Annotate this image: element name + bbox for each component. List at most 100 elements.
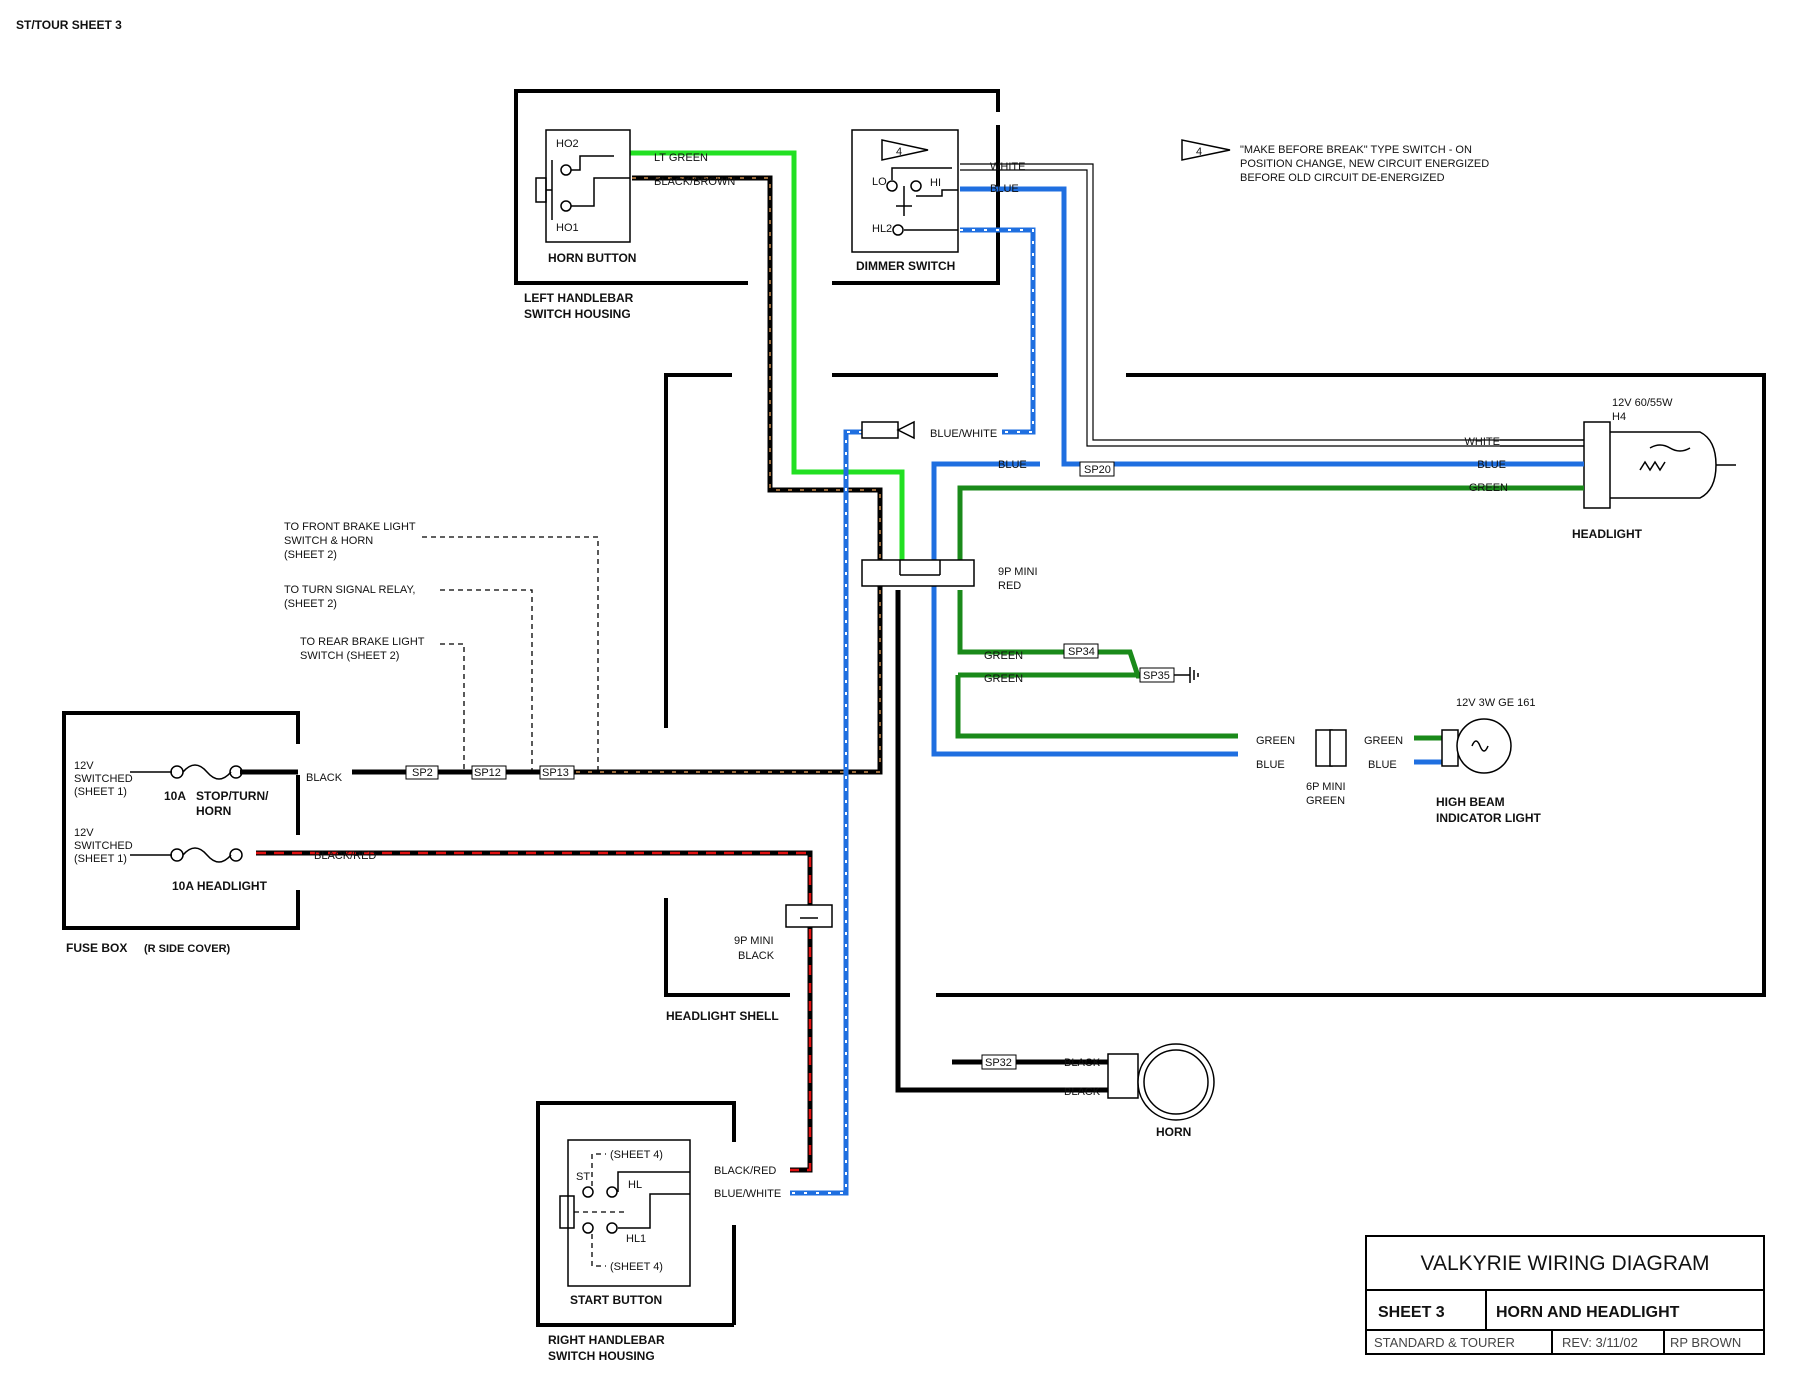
svg-text:SP35: SP35 (1143, 670, 1170, 682)
headlight-wire-white: WHITE (1465, 436, 1500, 448)
title-block (1365, 1235, 1765, 1355)
wire-green-ground (955, 590, 1442, 741)
title-block-rev: REV: 3/11/02 (1562, 1335, 1638, 1350)
headlight-bulb-icon (1500, 421, 1736, 509)
connector-9p-black (785, 904, 833, 928)
wire-white-dimmer (960, 163, 1500, 447)
start-st-label: ST (576, 1171, 590, 1183)
fuse-src2-2: SWITCHED (74, 840, 133, 852)
start-sheet4-top: (SHEET 4) (610, 1149, 663, 1161)
svg-text:SP34: SP34 (1068, 646, 1095, 658)
wire-label-lt-green: LT GREEN (654, 152, 708, 164)
connector-9p-red (861, 559, 975, 587)
left-housing-frame (514, 89, 1000, 285)
wire-lt-green (630, 150, 905, 565)
wire-black-red (256, 850, 813, 1173)
fuse-stop-label-a: 10A (164, 789, 186, 803)
wire-label-blue-sp20: BLUE (998, 459, 1027, 471)
ref-rear-brake-2: SWITCH (SHEET 2) (300, 650, 399, 662)
connector-9p-red-label-2: RED (998, 580, 1021, 592)
splice-sp32: SP32 (981, 1054, 1017, 1070)
right-housing-label-1: RIGHT HANDLEBAR (548, 1333, 665, 1347)
start-hl1-label: HL1 (626, 1233, 646, 1245)
indicator-wire-blue-right: BLUE (1368, 759, 1397, 771)
fuse-box-sublabel: (R SIDE COVER) (144, 943, 231, 955)
connector-9p-black-label-1: 9P MINI (734, 935, 774, 947)
title-block-models: STANDARD & TOURER (1374, 1335, 1515, 1350)
fuse-box-label: FUSE BOX (66, 941, 127, 955)
headlight-label: HEADLIGHT (1572, 527, 1643, 541)
note-line-3: BEFORE OLD CIRCUIT DE-ENERGIZED (1240, 172, 1445, 184)
svg-text:SP2: SP2 (412, 767, 433, 779)
ref-rear-brake-1: TO REAR BRAKE LIGHT (300, 636, 425, 648)
indicator-wire-green-left: GREEN (1256, 735, 1295, 747)
indicator-label-2: INDICATOR LIGHT (1436, 811, 1542, 825)
horn-wire-black-1: BLACK (1064, 1057, 1101, 1069)
note-symbol-icon (1181, 139, 1231, 161)
connector-6p-label-1: 6P MINI (1306, 781, 1346, 793)
headlight-wire-blue: BLUE (1477, 459, 1506, 471)
wire-label-black-red-fuse: BLACK/RED (314, 850, 376, 862)
horn-ho1-label: HO1 (556, 222, 579, 234)
horn-ho2-label: HO2 (556, 138, 579, 150)
wire-label-green-b: GREEN (984, 673, 1023, 685)
wire-label-white-dimmer: WHITE (990, 161, 1025, 173)
splice-sp12: SP12 (471, 765, 507, 780)
title-block-title: VALKYRIE WIRING DIAGRAM (1421, 1252, 1710, 1275)
wire-label-blue-dimmer: BLUE (990, 183, 1019, 195)
splice-sp2: SP2 (405, 765, 439, 780)
left-housing-label-2: SWITCH HOUSING (524, 307, 631, 321)
start-wire-blue-white: BLUE/WHITE (714, 1188, 781, 1200)
note-line-2: POSITION CHANGE, NEW CIRCUIT ENERGIZED (1240, 158, 1489, 170)
fuse-headlight-icon (170, 847, 243, 863)
fuse-src2-1: 12V (74, 827, 94, 839)
left-housing-label-1: LEFT HANDLEBAR (524, 291, 634, 305)
svg-text:SP20: SP20 (1084, 464, 1111, 476)
title-block-subject: HORN AND HEADLIGHT (1496, 1304, 1680, 1321)
indicator-bulb-icon (1441, 718, 1512, 774)
wire-black-brown (352, 175, 883, 775)
dimmer-switch-icon (851, 129, 959, 253)
start-hl-label: HL (628, 1179, 642, 1191)
dimmer-symbol-number: 4 (896, 146, 902, 158)
splice-sp13: SP13 (539, 765, 575, 780)
splice-sp34: SP34 (1063, 643, 1099, 659)
headlight-shell-label: HEADLIGHT SHELL (666, 1009, 779, 1023)
svg-text:SP32: SP32 (985, 1057, 1012, 1069)
wire-label-blue-white: BLUE/WHITE (930, 428, 997, 440)
connector-6p-green (1315, 729, 1347, 767)
ref-front-brake-1: TO FRONT BRAKE LIGHT (284, 521, 416, 533)
right-housing-frame (536, 1101, 736, 1327)
wire-green-headlight (957, 485, 1500, 565)
horn-button-label: HORN BUTTON (548, 251, 636, 265)
dimmer-hl2-label: HL2 (872, 223, 892, 235)
ref-front-brake-3: (SHEET 2) (284, 549, 337, 561)
horn-button-icon (535, 129, 631, 243)
connector-6p-label-2: GREEN (1306, 795, 1345, 807)
headlight-shell-frame (664, 373, 1766, 997)
horn-label: HORN (1156, 1125, 1191, 1139)
indicator-spec: 12V 3W GE 161 (1456, 697, 1536, 709)
horn-wire-black-2: BLACK (1064, 1086, 1101, 1098)
wire-black-horn (895, 590, 1108, 1093)
note-line-1: "MAKE BEFORE BREAK" TYPE SWITCH - ON (1240, 144, 1472, 156)
fuse-stop-turn-horn-icon (170, 764, 243, 780)
dimmer-switch-label: DIMMER SWITCH (856, 259, 955, 273)
horn-icon (1107, 1043, 1215, 1121)
fuse-stop-label-c: HORN (196, 804, 231, 818)
title-block-author: RP BROWN (1670, 1335, 1741, 1350)
wire-blue-white-start (790, 429, 862, 1196)
fuse-src1-3: (SHEET 1) (74, 786, 127, 798)
wire-label-black-fuse: BLACK (306, 772, 343, 784)
indicator-wire-blue-left: BLUE (1256, 759, 1285, 771)
headlight-spec-1: 12V 60/55W (1612, 397, 1673, 409)
wire-label-green-a: GREEN (984, 650, 1023, 662)
splice-sp35: SP35 (1139, 667, 1175, 683)
headlight-wire-green: GREEN (1469, 482, 1508, 494)
ref-dashed-lines (422, 536, 599, 770)
connector-9p-red-label-1: 9P MINI (998, 566, 1038, 578)
fuse-src1-1: 12V (74, 760, 94, 772)
ref-turn-relay-2: (SHEET 2) (284, 598, 337, 610)
fuse-headlight-label: 10A HEADLIGHT (172, 879, 268, 893)
wire-blue-white-dimmer (960, 227, 1036, 435)
